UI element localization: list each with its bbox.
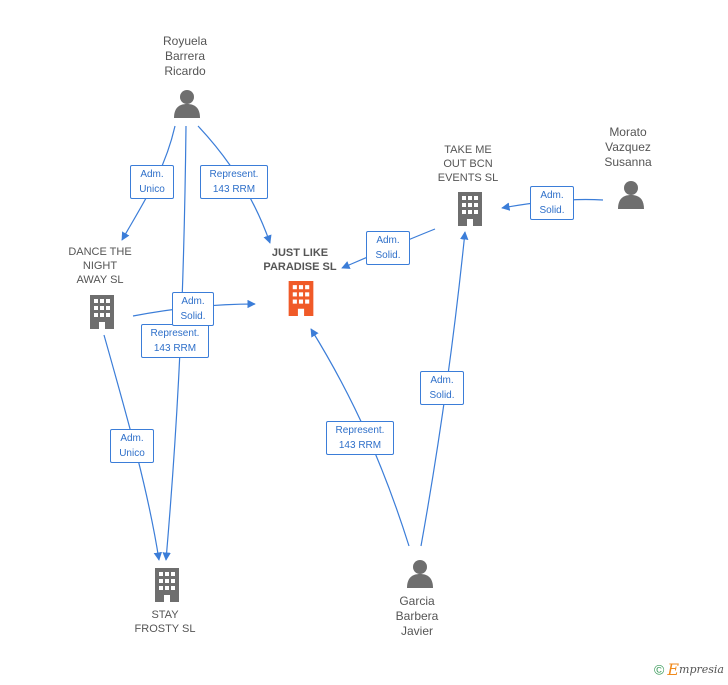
node-label-royuela[interactable]: Royuela Barrera Ricardo <box>162 34 208 78</box>
edge-label-morato-takeme[interactable]: Adm. Solid. <box>530 186 574 220</box>
edge-label-takeme-justlike[interactable]: Adm. Solid. <box>366 231 410 265</box>
node-label-justlike[interactable]: JUST LIKE PARADISE SL <box>263 247 337 273</box>
node-label-garcia[interactable]: Garcia Barbera Javier <box>395 594 439 638</box>
edge-label-royuela-justlike[interactable]: Represent. 143 RRM <box>200 165 268 199</box>
person-icon[interactable] <box>618 181 644 209</box>
building-icon[interactable] <box>458 192 482 226</box>
edge-label-garcia-justlike[interactable]: Represent. 143 RRM <box>326 421 394 455</box>
brand-logo-initial: E <box>667 660 680 679</box>
building-icon[interactable] <box>90 295 114 329</box>
brand-footer: © Empresia <box>654 660 724 679</box>
building-icon[interactable] <box>155 568 179 602</box>
node-label-morato[interactable]: Morato Vazquez Susanna <box>604 125 652 169</box>
node-label-stay[interactable]: STAY FROSTY SL <box>134 609 196 635</box>
edge-label-dance-justlike[interactable]: Adm. Solid. <box>172 292 214 326</box>
edge-label-garcia-takeme[interactable]: Adm. Solid. <box>420 371 464 405</box>
copyright-icon: © <box>653 661 665 678</box>
edge-label-royuela-stay[interactable]: Represent. 143 RRM <box>141 324 209 358</box>
edge-label-royuela-dance[interactable]: Adm. Unico <box>130 165 174 199</box>
node-label-takeme[interactable]: TAKE ME OUT BCN EVENTS SL <box>437 144 499 184</box>
building-icon-focus[interactable] <box>288 281 314 316</box>
node-label-dance[interactable]: DANCE THE NIGHT AWAY SL <box>68 246 132 286</box>
brand-logo-text: mpresia <box>679 663 724 676</box>
person-icon[interactable] <box>407 560 433 588</box>
person-icon[interactable] <box>174 90 200 118</box>
edge-label-dance-stay[interactable]: Adm. Unico <box>110 429 154 463</box>
